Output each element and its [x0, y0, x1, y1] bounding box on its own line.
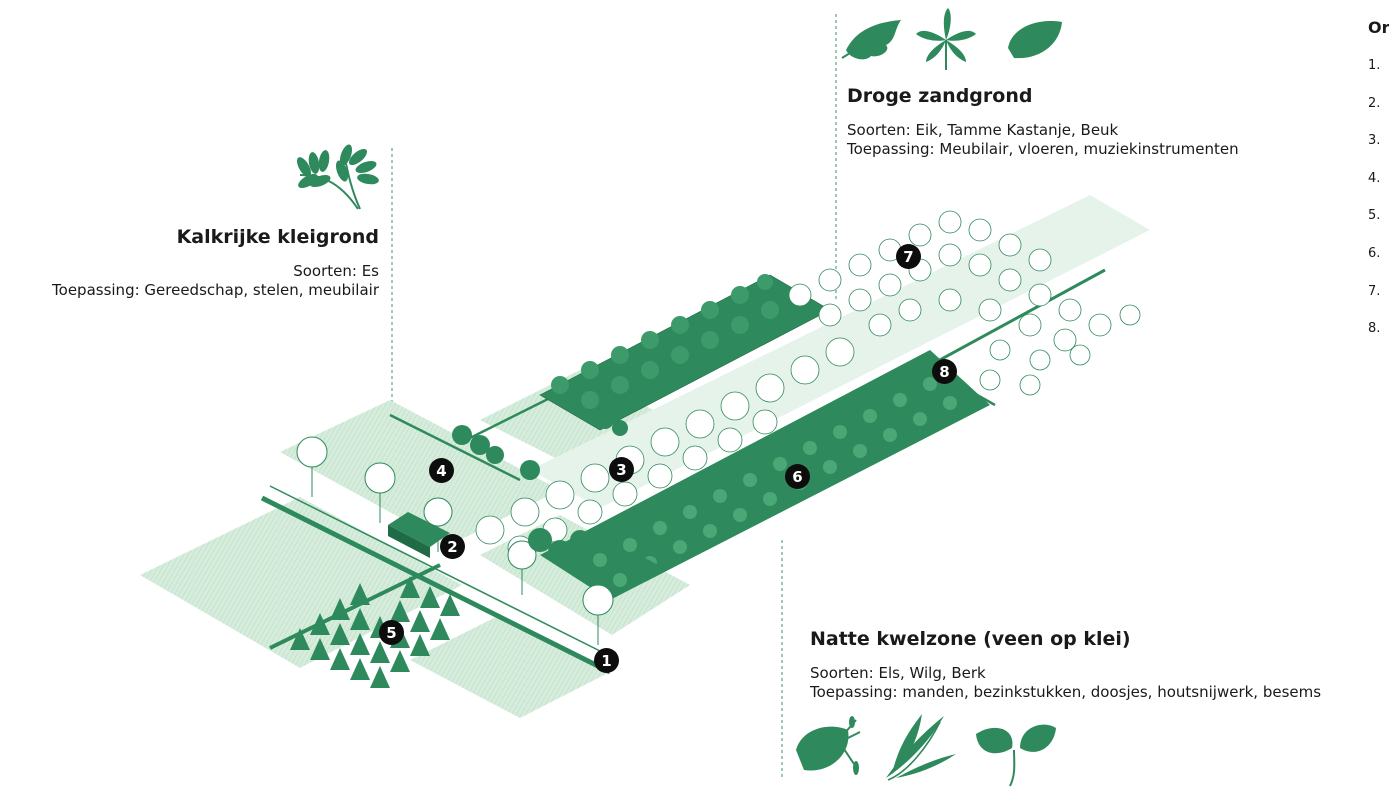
- zone-title-droge: Droge zandgrond: [847, 85, 1239, 107]
- zone-title-natte: Natte kwelzone (veen op klei): [810, 628, 1321, 650]
- marker-4: 4: [429, 458, 454, 483]
- zone-soorten-kalkrijke: Soorten: Es: [52, 262, 379, 281]
- marker-1: 1: [594, 648, 619, 673]
- willow-leaf-icon: [886, 714, 956, 780]
- marker-5: 5: [379, 620, 404, 645]
- zone-toepassing-natte: Toepassing: manden, bezinkstukken, doosj…: [810, 683, 1321, 702]
- zone-title-kalkrijke: Kalkrijke kleigrond: [52, 226, 379, 248]
- legend-item: 7.: [1368, 284, 1389, 322]
- legend: Or 1. 2. 3. 4. 5. 6. 7. 8.: [1368, 18, 1389, 359]
- legend-item: 4.: [1368, 171, 1389, 209]
- ash-leaf-icon: [294, 143, 380, 209]
- legend-item: 6.: [1368, 246, 1389, 284]
- marker-3: 3: [609, 457, 634, 482]
- zone-label-droge: Droge zandgrond Soorten: Eik, Tamme Kast…: [847, 85, 1239, 159]
- marker-7: 7: [896, 244, 921, 269]
- zone-soorten-droge: Soorten: Eik, Tamme Kastanje, Beuk: [847, 121, 1239, 140]
- chestnut-leaf-icon: [916, 8, 976, 70]
- legend-item: 3.: [1368, 133, 1389, 171]
- legend-item: 1.: [1368, 58, 1389, 96]
- legend-item: 2.: [1368, 96, 1389, 134]
- legend-item: 5.: [1368, 208, 1389, 246]
- beech-leaf-icon: [1008, 21, 1062, 58]
- legend-title: Or: [1368, 18, 1389, 37]
- alder-leaf-icon: [796, 716, 860, 775]
- zone-toepassing-droge: Toepassing: Meubilair, vloeren, muziekin…: [847, 140, 1239, 159]
- zone-label-natte: Natte kwelzone (veen op klei) Soorten: E…: [810, 628, 1321, 702]
- zone-label-kalkrijke: Kalkrijke kleigrond Soorten: Es Toepassi…: [52, 226, 379, 300]
- zone-soorten-natte: Soorten: Els, Wilg, Berk: [810, 664, 1321, 683]
- marker-8: 8: [932, 359, 957, 384]
- birch-leaf-icon: [976, 725, 1056, 786]
- marker-2: 2: [440, 534, 465, 559]
- zone-toepassing-kalkrijke: Toepassing: Gereedschap, stelen, meubila…: [52, 281, 379, 300]
- legend-item: 8.: [1368, 321, 1389, 359]
- legend-list: 1. 2. 3. 4. 5. 6. 7. 8.: [1368, 58, 1389, 359]
- oak-leaf-icon: [842, 20, 901, 59]
- marker-6: 6: [785, 464, 810, 489]
